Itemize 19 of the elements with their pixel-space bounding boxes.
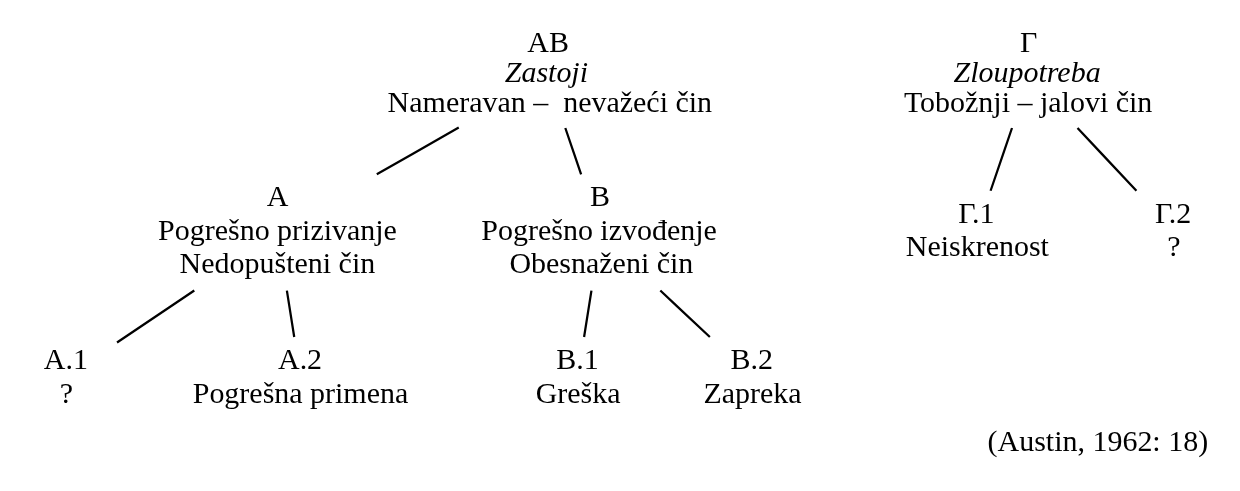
connector (582, 290, 593, 338)
node-text: A.1 ? (43, 341, 88, 409)
connector (376, 126, 460, 176)
caption: (Austin, 1962: 18) (987, 424, 1209, 458)
connector (285, 290, 296, 338)
connector (1076, 127, 1138, 192)
connector (659, 289, 711, 338)
node-text: B.1 Greška (535, 341, 621, 409)
node-text: Γ.1 Neiskrenost (905, 195, 1049, 263)
node-text: Γ Zloupotreba Tobožnji – jalovi čin (903, 25, 1153, 119)
node-text: Γ.2 ? (1155, 195, 1192, 263)
node-text: B.2 Zapreka (703, 341, 802, 409)
connector (564, 127, 583, 175)
node-text: AB Zastoji Nameravan – nevažeći čin (387, 25, 713, 119)
connector (989, 127, 1014, 192)
node-text: B Pogrešno izvođenje Obesnaženi čin (481, 178, 717, 280)
node-text: A Pogrešno prizivanje Nedopušteni čin (158, 178, 397, 280)
connector (116, 289, 195, 344)
node-text: A.2 Pogrešna primena (192, 341, 409, 409)
